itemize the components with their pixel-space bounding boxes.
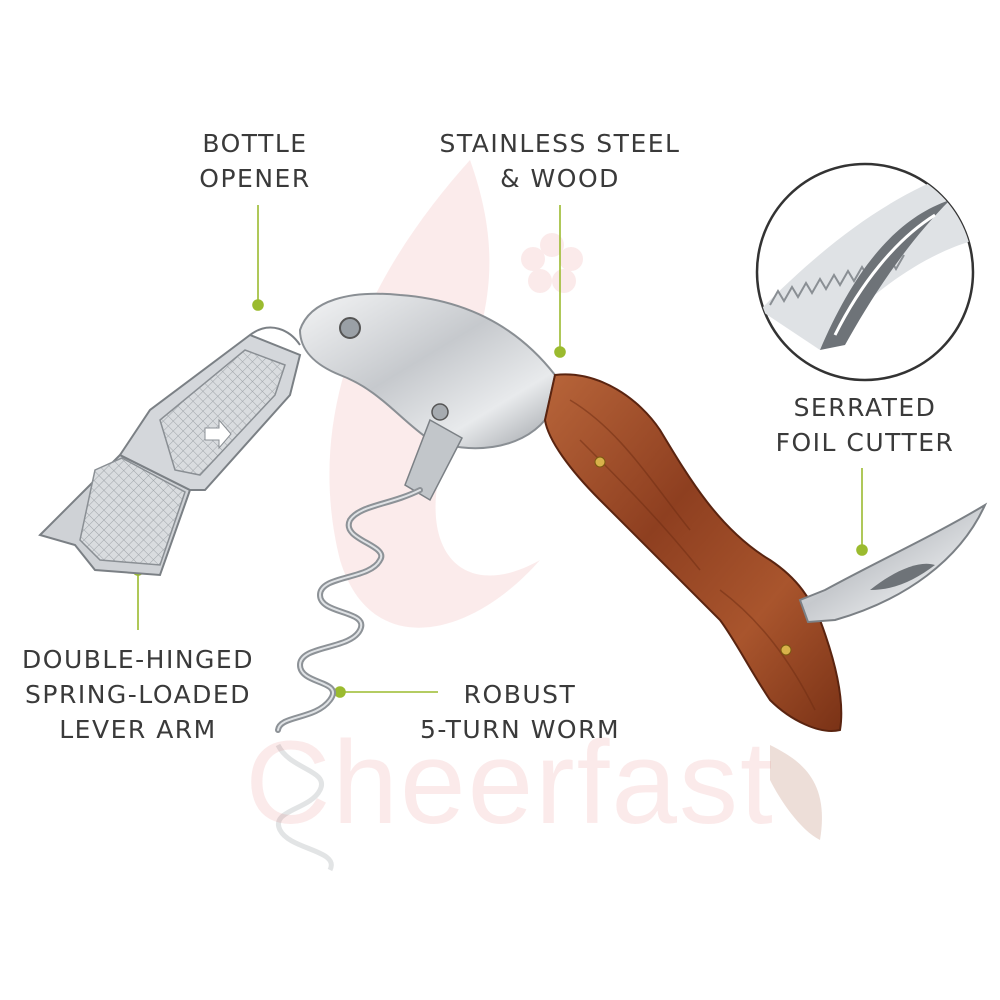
label-line: FOIL CUTTER — [775, 428, 955, 457]
label-worm: ROBUST 5-TURN WORM — [400, 677, 640, 747]
foil-cutter-detail-circle — [755, 162, 975, 382]
steel-body — [298, 292, 557, 502]
label-line: LEVER ARM — [59, 715, 217, 744]
label-line: & WOOD — [500, 164, 620, 193]
label-bottle-opener: BOTTLE OPENER — [170, 126, 340, 196]
foil-cutter-blade — [798, 502, 988, 624]
handle-rivet-icon — [594, 456, 606, 468]
label-serrated-foil-cutter: SERRATED FOIL CUTTER — [755, 390, 975, 460]
label-line: SERRATED — [793, 393, 937, 422]
lever-arm — [38, 326, 302, 577]
label-line: STAINLESS STEEL — [439, 129, 681, 158]
label-stainless-steel: STAINLESS STEEL & WOOD — [420, 126, 700, 196]
arrow-icon — [204, 418, 232, 450]
label-line: ROBUST — [463, 680, 577, 709]
worm-reflection — [275, 743, 334, 872]
corkscrew-worm — [275, 487, 423, 733]
hinge-rivet-icon — [339, 317, 361, 339]
label-line: BOTTLE — [202, 129, 308, 158]
handle-rivet-icon — [780, 644, 792, 656]
wood-handle — [543, 373, 843, 732]
worm-rivet-icon — [431, 403, 449, 421]
label-lever-arm: DOUBLE-HINGED SPRING-LOADED LEVER ARM — [8, 642, 268, 747]
handle-reflection — [770, 745, 822, 840]
flower-icon — [521, 233, 583, 293]
label-line: SPRING-LOADED — [25, 680, 251, 709]
brand-watermark: Cheerfast — [245, 717, 775, 849]
label-line: OPENER — [199, 164, 311, 193]
label-line: 5-TURN WORM — [419, 715, 621, 744]
label-line: DOUBLE-HINGED — [22, 645, 254, 674]
